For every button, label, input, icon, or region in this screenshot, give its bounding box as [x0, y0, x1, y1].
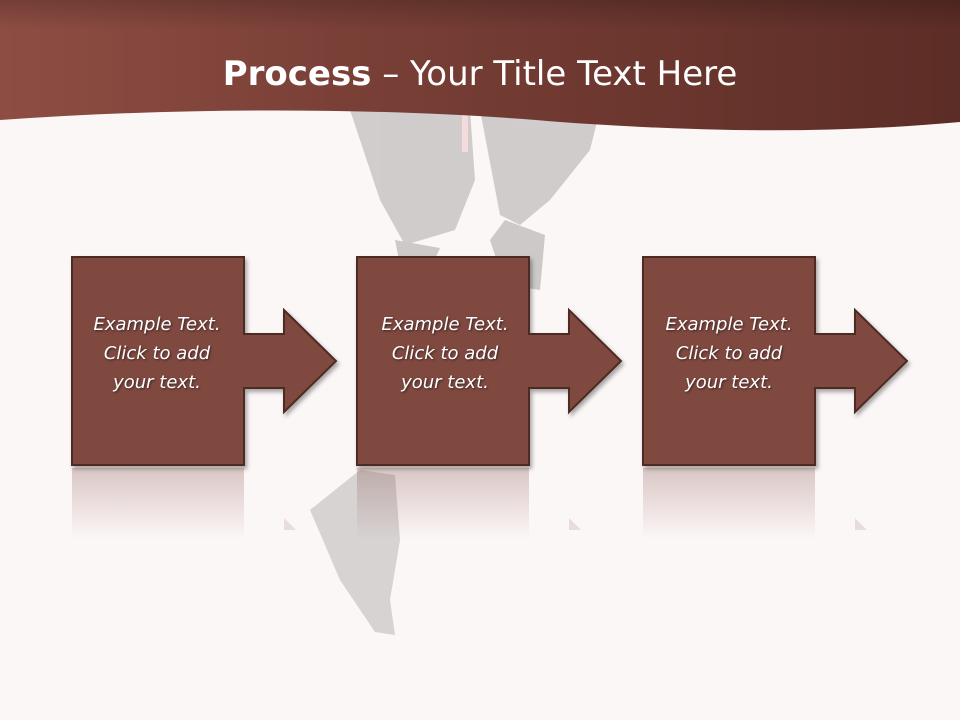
- slide-title[interactable]: Process – Your Title Text Here: [0, 52, 960, 96]
- step-2-text[interactable]: Example Text. Click to add your text.: [360, 310, 530, 397]
- reflections: [72, 468, 867, 540]
- step-1-line-2: Click to add: [103, 343, 211, 364]
- step-1-line-1: Example Text.: [93, 314, 221, 335]
- step-1-shape: [71, 256, 338, 466]
- step-3-line-1: Example Text.: [665, 314, 793, 335]
- step-3-line-2: Click to add: [675, 343, 783, 364]
- step-2-line-2: Click to add: [391, 343, 499, 364]
- step-3-text[interactable]: Example Text. Click to add your text.: [644, 310, 814, 397]
- title-bold: Process: [222, 54, 372, 94]
- background-photo: [310, 110, 600, 635]
- step-1-line-3: your text.: [113, 372, 201, 393]
- step-1-text[interactable]: Example Text. Click to add your text.: [72, 310, 242, 397]
- step-3-shape: [642, 256, 909, 466]
- header-band: [0, 0, 960, 131]
- step-2-shape: [356, 256, 623, 466]
- step-2-line-1: Example Text.: [381, 314, 509, 335]
- title-rest: – Your Title Text Here: [371, 54, 738, 94]
- step-2-line-3: your text.: [401, 372, 489, 393]
- step-3-line-3: your text.: [685, 372, 773, 393]
